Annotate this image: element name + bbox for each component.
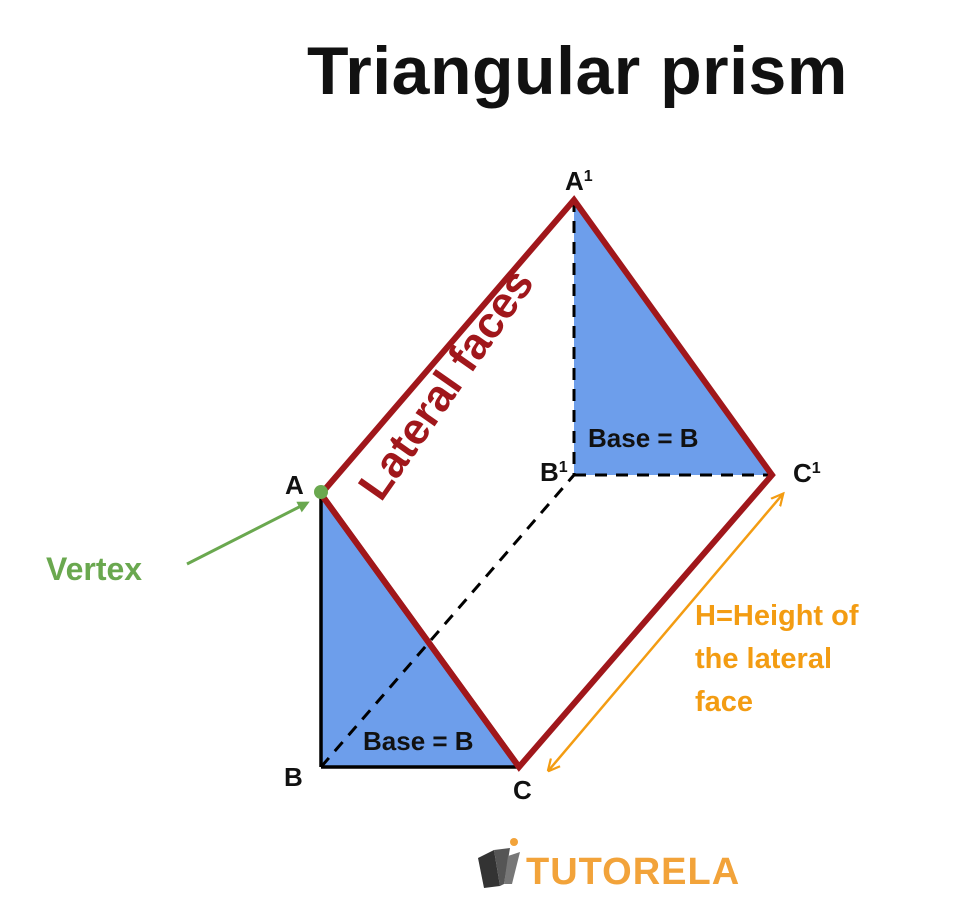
height-arrow [549,495,782,770]
vertex-dot [314,485,328,499]
lateral-faces-label: Lateral faces [349,260,543,509]
vertex-label-b: B [284,762,303,792]
vertex-label-c1: C1 [793,458,821,488]
vertex-label-c: C [513,775,532,805]
edge-a-c [318,492,522,769]
vertex-text: Vertex [46,551,142,587]
diagram-title: Triangular prism [307,33,848,109]
hidden-edge-b-b1 [319,474,576,768]
base-label-top: Base = B [588,423,699,453]
height-label: H=Height of the lateral face [695,600,867,718]
vertex-label-a1: A1 [565,166,593,196]
tutorela-logo-icon [478,838,520,888]
brand-name: TUTORELA [526,851,740,893]
vertex-arrow [186,501,310,566]
base-label-bottom: Base = B [363,726,474,756]
vertex-label-b1: B1 [540,457,568,487]
vertex-label-a: A [285,470,304,500]
